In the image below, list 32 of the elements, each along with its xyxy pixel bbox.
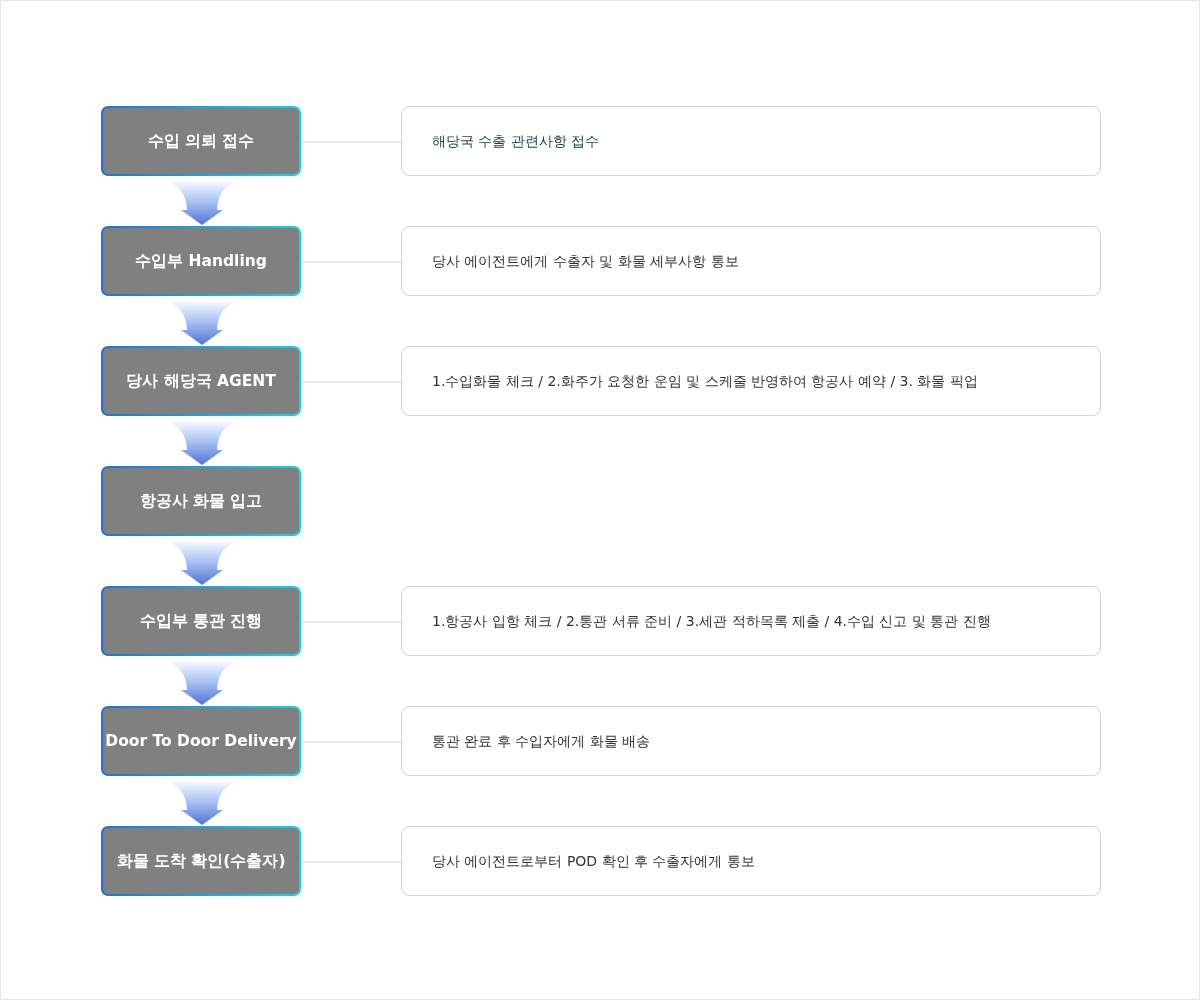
process-box: [101, 106, 301, 176]
step-label: 당사 해당국 AGENT: [126, 371, 276, 391]
step-label: 화물 도착 확인(수출자): [116, 851, 286, 871]
process-box: [101, 706, 301, 776]
description-box: [401, 706, 1101, 776]
step-label: 항공사 화물 입고: [139, 491, 263, 511]
step-label: Door To Door Delivery: [105, 731, 297, 751]
step-label: 수입부 통관 진행: [139, 611, 263, 631]
flow-arrow: [168, 302, 236, 345]
description-box: [401, 226, 1101, 296]
description-text: 1.항공사 입항 체크 / 2.통관 서류 준비 / 3.세관 적하목록 제출 / 4.수입 신고 및 통관 진행: [432, 611, 991, 631]
flow-arrow: [168, 422, 236, 465]
description-text: 당사 에이전트에게 수출자 및 화물 세부사항 통보: [432, 251, 739, 271]
description-text: 당사 에이전트로부터 POD 확인 후 수출자에게 통보: [432, 851, 755, 871]
flow-arrow: [168, 662, 236, 705]
process-box: [101, 346, 301, 416]
step-label: 수입 의뢰 접수: [147, 131, 255, 151]
flow-arrow: [168, 782, 236, 825]
flow-arrow: [168, 542, 236, 585]
description-box: [401, 826, 1101, 896]
description-box: [401, 586, 1101, 656]
process-box: [101, 466, 301, 536]
description-text: 통관 완료 후 수입자에게 화물 배송: [432, 731, 651, 751]
description-text: 해당국 수출 관련사항 접수: [432, 131, 600, 151]
step-label: 수입부 Handling: [135, 251, 267, 271]
flow-arrow: [168, 182, 236, 225]
description-box: [401, 106, 1101, 176]
process-box: [101, 586, 301, 656]
description-box: [401, 346, 1101, 416]
process-box: [101, 826, 301, 896]
description-text: 1.수입화물 체크 / 2.화주가 요청한 운임 및 스케줄 반영하여 항공사 예약 / 3. 화물 픽업: [432, 371, 978, 391]
process-box: [101, 226, 301, 296]
